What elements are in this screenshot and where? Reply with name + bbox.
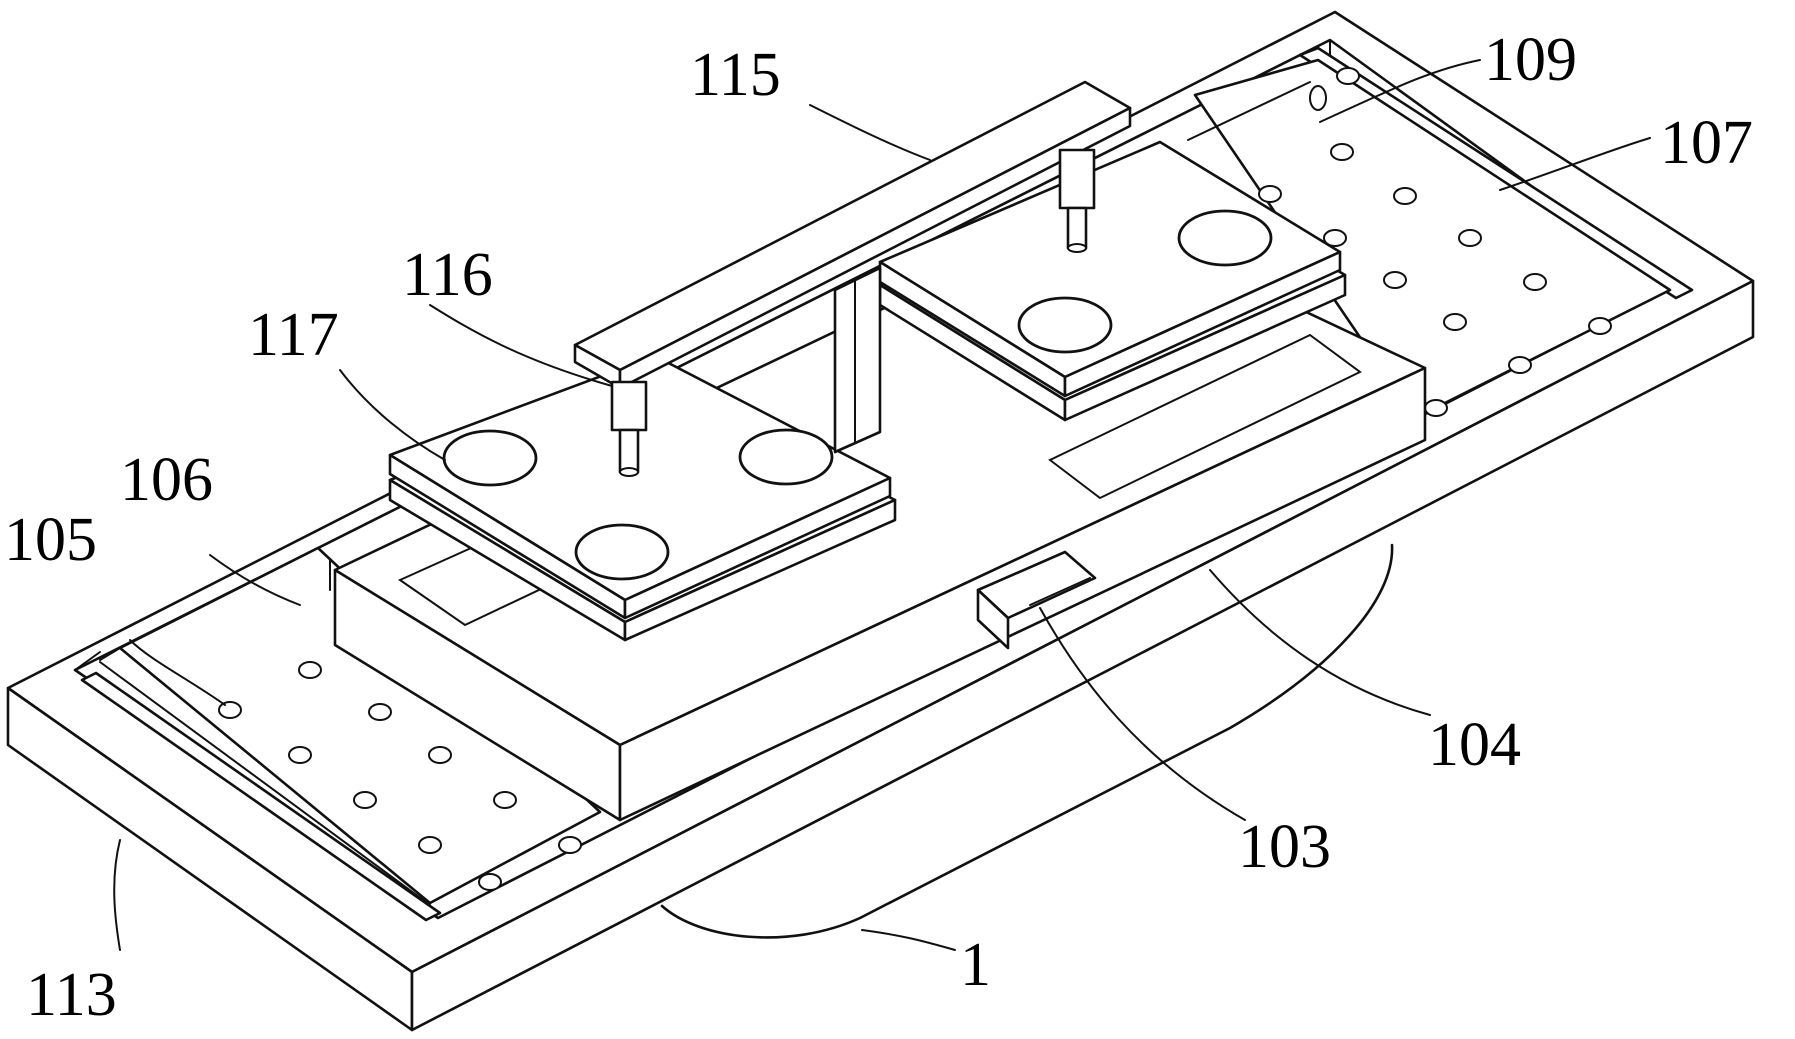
left-stack: [388, 354, 897, 642]
reference-labels: 1 103 104 105 106 107 109 113 115 116 11…: [4, 26, 1753, 1029]
support-column: [833, 266, 882, 454]
label-107: 107: [1660, 109, 1753, 177]
leader-lines: [113, 59, 1651, 951]
right-rail-assembly: [1187, 46, 1694, 420]
right-press-cylinder: [1058, 148, 1096, 253]
label-106: 106: [120, 446, 213, 514]
label-104: 104: [1428, 711, 1521, 779]
left-hole-pattern: [218, 661, 582, 891]
left-press-cylinder: [610, 380, 648, 477]
switch-box: [976, 550, 1097, 650]
right-hole-pattern: [1258, 67, 1612, 417]
label-117: 117: [248, 301, 339, 369]
left-rail-assembly: [80, 546, 602, 922]
base-bowl: [660, 543, 1394, 939]
label-116: 116: [402, 241, 493, 309]
label-115: 115: [690, 41, 781, 109]
label-109: 109: [1484, 26, 1577, 94]
right-stack: [878, 140, 1347, 422]
label-1: 1: [960, 931, 991, 999]
label-113: 113: [26, 961, 117, 1029]
label-103: 103: [1238, 813, 1331, 881]
label-105: 105: [4, 506, 97, 574]
